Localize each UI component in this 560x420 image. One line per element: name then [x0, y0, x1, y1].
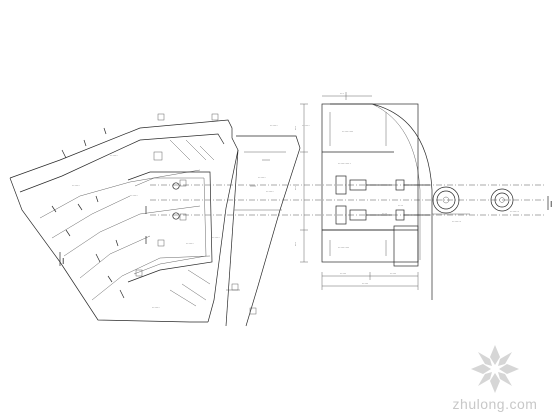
svg-text:......: ...... — [302, 122, 310, 127]
svg-text:......: ...... — [270, 122, 278, 127]
watermark-text: zhulong.com — [452, 396, 538, 412]
svg-text:......: ...... — [266, 188, 274, 193]
svg-text:......: ...... — [258, 174, 266, 179]
svg-text:.........: ......... — [338, 244, 349, 249]
svg-text:...: ... — [340, 90, 344, 95]
section-mark-left: I — [59, 252, 64, 266]
svg-text:.....: ..... — [390, 270, 396, 275]
svg-text:...: ... — [292, 126, 297, 130]
svg-text:.......: ....... — [452, 218, 461, 223]
pump-unit-1 — [335, 175, 392, 195]
svg-text:....: .... — [398, 202, 403, 207]
svg-text:...: ... — [292, 186, 297, 190]
pump-house-plan: ......... .......... ......... ..... — [292, 90, 433, 300]
svg-text:....: .... — [382, 210, 387, 215]
svg-text:......: ...... — [72, 182, 80, 187]
svg-text:......: ...... — [130, 192, 138, 197]
section-label-left: I — [62, 257, 64, 266]
svg-text:......: ...... — [212, 234, 220, 239]
wall-hatch-marks — [51, 127, 147, 299]
centre-lines — [150, 184, 545, 216]
pump-unit-2 — [335, 205, 392, 225]
intake-well-1 — [432, 186, 460, 214]
svg-text:...: ... — [292, 242, 297, 246]
svg-text:.........: ......... — [342, 128, 353, 133]
svg-text:..........: .......... — [338, 160, 351, 165]
svg-text:.....: ..... — [362, 280, 368, 285]
section-mark-right: I — [547, 196, 552, 210]
svg-text:.......: ....... — [510, 208, 519, 213]
section-label-right: I — [550, 200, 552, 209]
intake-well-2 — [490, 188, 514, 212]
watermark-logo-icon — [471, 345, 519, 393]
watermark: zhulong.com — [440, 342, 550, 412]
transition-block: ...... ...... ...... ...... — [225, 122, 310, 327]
svg-text:.....: ..... — [340, 270, 346, 275]
svg-text:......: ...... — [110, 152, 118, 157]
svg-text:......: ...... — [186, 240, 194, 245]
intake-structure: ...... ...... ...... ...... ...... .....… — [9, 113, 239, 323]
svg-text:......: ...... — [152, 304, 160, 309]
